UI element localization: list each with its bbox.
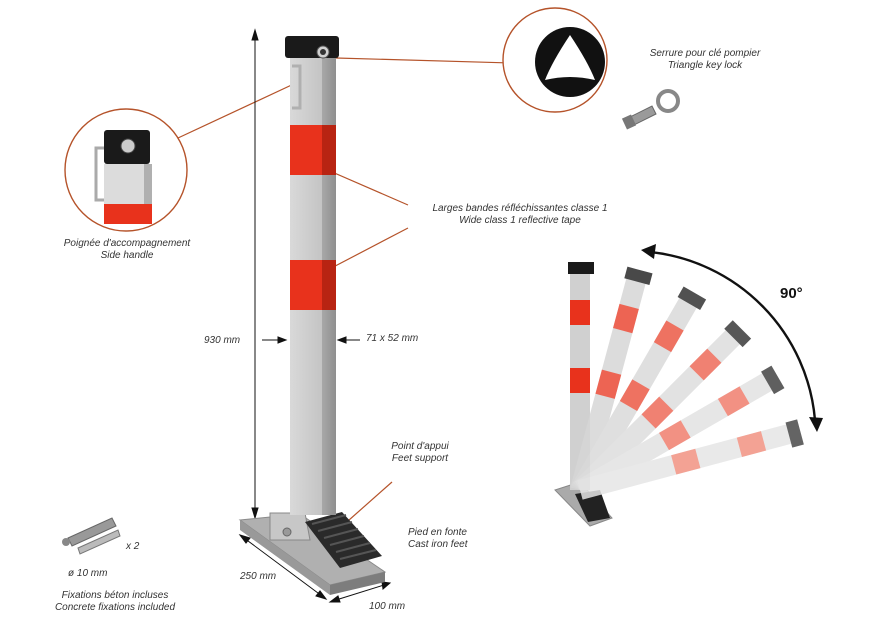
feet-label-en: Cast iron feet [408, 539, 468, 550]
rotation-arrow-icon [641, 244, 823, 432]
fixation-label-en: Concrete fixations included [54, 602, 176, 613]
side-handle [292, 64, 302, 110]
handle-detail [64, 108, 188, 232]
feet-label: Pied en fonte Cast iron feet [408, 527, 467, 551]
support-label-en: Feet support [391, 453, 449, 464]
leader-handle [177, 81, 299, 139]
reflective-band-top [290, 125, 322, 175]
base-width-label: 250 mm [240, 571, 277, 582]
feet-label-fr: Pied en fonte [408, 527, 467, 538]
base-width-line [243, 537, 323, 597]
main-bollard [238, 36, 387, 595]
handle-label: Poignée d'accompagnement Side handle [52, 238, 202, 262]
tape-label-fr: Larges bandes réfléchissantes classe 1 [432, 203, 608, 214]
anchor-count-label: x 2 [126, 541, 140, 552]
lock-detail [502, 7, 608, 113]
support-label-fr: Point d'appui [391, 441, 449, 452]
tape-label-en: Wide class 1 reflective tape [459, 215, 581, 226]
folding-sequence [554, 262, 804, 527]
triangle-key-icon [621, 89, 680, 130]
height-label: 930 mm [204, 335, 241, 346]
handle-label-en: Side handle [100, 250, 154, 261]
fixation-label: Fixations béton incluses Concrete fixati… [40, 590, 190, 614]
tape-label: Larges bandes réfléchissantes classe 1 W… [425, 203, 615, 227]
angle-label: 90° [780, 285, 803, 302]
anchor-diameter-label: ø 10 mm [68, 568, 108, 579]
anchor-bolt-icon [62, 517, 121, 555]
base-depth-label: 100 mm [369, 601, 406, 612]
leader-lock [335, 57, 513, 64]
lock-cap [285, 36, 339, 58]
hinge-block [269, 512, 311, 541]
handle-label-fr: Poignée d'accompagnement [63, 238, 191, 249]
base-plate-edge [240, 520, 330, 595]
reflective-band-middle [290, 260, 322, 310]
leader-lines [177, 57, 513, 529]
lock-label-fr: Serrure pour clé pompier [649, 48, 761, 59]
fixation-label-fr: Fixations béton incluses [61, 590, 169, 601]
support-label: Point d'appui Feet support [380, 441, 460, 465]
section-label: 71 x 52 mm [366, 333, 419, 344]
base-depth-line [335, 584, 385, 601]
lock-label: Serrure pour clé pompier Triangle key lo… [640, 48, 770, 72]
lock-label-en: Triangle key lock [667, 60, 743, 71]
dimension-lines [238, 28, 392, 603]
